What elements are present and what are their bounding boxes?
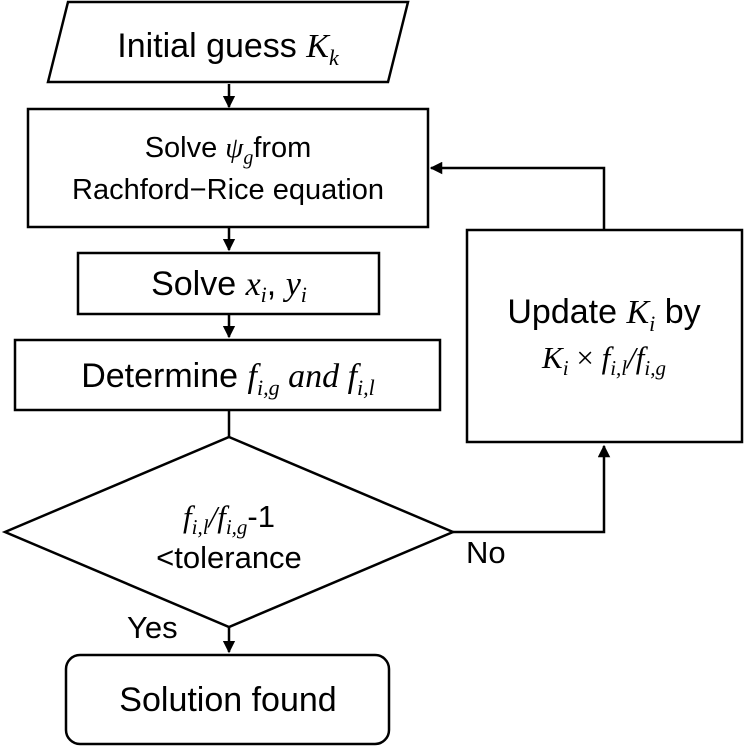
rachford-line1: Solve ψgfrom [145,132,312,169]
solution-text: Solution found [119,681,336,719]
update-k-node: Update Ki by Ki × fi,l/fi,g [465,228,744,444]
rachford-rice-node: Solve ψgfrom Rachford−Rice equation [26,107,430,229]
decision-line1: fi,l/fi,g-1 [183,499,275,539]
no-label: No [466,535,506,570]
decision-line2: <tolerance [156,540,302,575]
rachford-line2: Rachford−Rice equation [72,174,384,206]
arrow-decision-to-update [453,444,611,534]
update-line1: Update Ki by [507,293,700,336]
yes-label: Yes [127,610,178,645]
determine-node: Determine fi,g and fi,l [13,338,442,412]
arrow-update-to-rachford [429,161,606,230]
solve-xy-text: Solve xi, yi [151,265,307,307]
tolerance-decision-node: fi,l/fi,g-1 <tolerance [1,435,457,629]
determine-text: Determine fi,g and fi,l [81,357,375,400]
update-line2: Ki × fi,l/fi,g [541,340,666,380]
initial-guess-text: Initial guess Kk [117,27,340,70]
solution-node: Solution found [64,653,391,746]
solve-xy-node: Solve xi, yi [76,251,381,316]
initial-guess-node: Initial guess Kk [46,0,410,84]
